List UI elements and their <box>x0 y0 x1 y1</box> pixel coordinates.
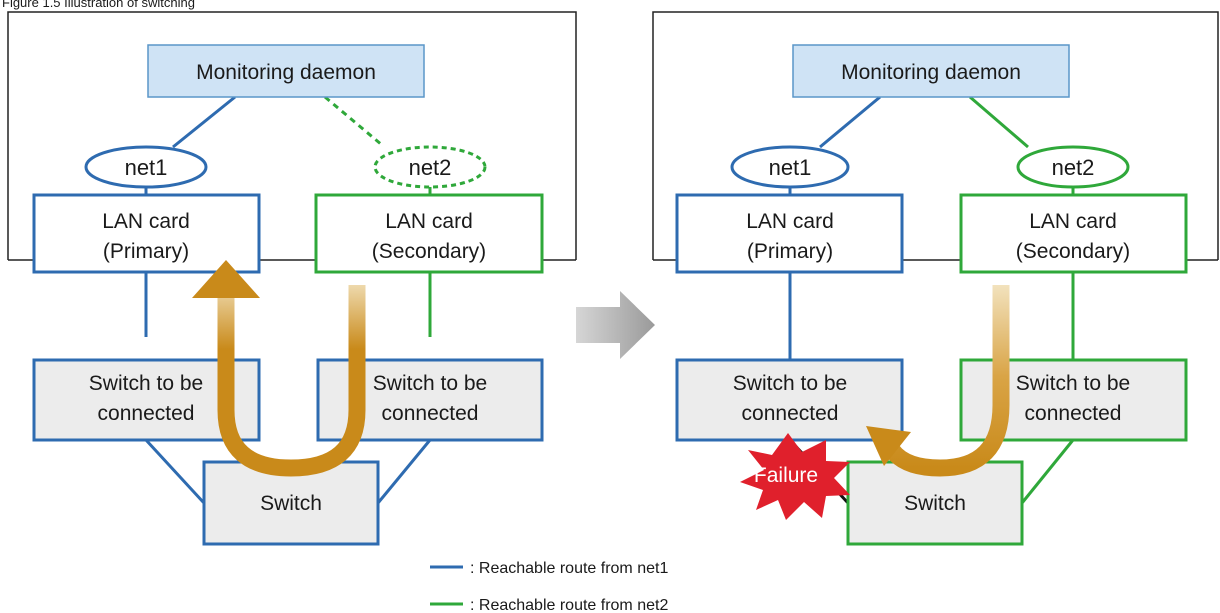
switch-right-line1: Switch to be <box>373 372 487 395</box>
monitoring-daemon-label: Monitoring daemon <box>196 61 376 84</box>
net1-label: net1 <box>769 155 812 180</box>
legend-label-net1: : Reachable route from net1 <box>470 560 668 577</box>
net2-label: net2 <box>409 155 452 180</box>
route-arrowhead <box>192 260 260 298</box>
lan-card-primary-line2: (Primary) <box>747 240 833 263</box>
transition-arrow <box>576 291 655 359</box>
lan-card-primary <box>675 193 904 274</box>
switch-bottom <box>202 460 380 546</box>
net1-interface <box>730 145 850 189</box>
switch-bottom-label: Switch <box>260 492 322 515</box>
link-right-switch-bottom <box>1020 439 1075 504</box>
net2-label: net2 <box>1052 155 1095 180</box>
legend: : Reachable route from net1 : Reachable … <box>430 560 668 613</box>
route-arrow-u-turn <box>217 285 366 477</box>
lan-card-primary-line2: (Primary) <box>103 240 189 263</box>
lan-card-primary-line1: LAN card <box>746 210 834 233</box>
link-daemon-net1 <box>819 95 881 149</box>
lan-card-secondary-line2: (Secondary) <box>1016 240 1130 263</box>
failure-burst <box>740 433 850 520</box>
link-daemon-net2 <box>969 95 1029 149</box>
link-right-switch-bottom <box>376 439 432 504</box>
panel-after: Monitoring daemon net1 net2 LAN card (Pr… <box>652 11 1219 546</box>
net2-interface-inactive <box>373 145 487 189</box>
monitoring-daemon-label: Monitoring daemon <box>841 61 1021 84</box>
net1-interface <box>84 145 208 189</box>
net2-interface <box>1016 145 1130 189</box>
switch-right-line1: Switch to be <box>1016 372 1130 395</box>
lan-card-secondary-line1: LAN card <box>385 210 473 233</box>
link-daemon-net2-dashed <box>324 95 383 147</box>
lan-card-primary-line1: LAN card <box>102 210 190 233</box>
lan-card-secondary <box>314 193 544 274</box>
switch-left-line1: Switch to be <box>89 372 203 395</box>
figure-caption: Figure 1.5 Illustration of switching <box>2 0 195 10</box>
monitoring-daemon-box <box>147 44 425 98</box>
switch-to-be-connected-left <box>675 358 904 442</box>
switch-left-line2: connected <box>98 402 195 425</box>
switch-bottom-label: Switch <box>904 492 966 515</box>
switch-right-line2: connected <box>382 402 479 425</box>
route-arrow-hook <box>885 285 1010 477</box>
switch-left-line1: Switch to be <box>733 372 847 395</box>
net1-label: net1 <box>125 155 168 180</box>
monitoring-daemon-box <box>792 44 1070 98</box>
switch-right-line2: connected <box>1025 402 1122 425</box>
host-frame <box>652 11 1219 260</box>
lan-card-secondary-line2: (Secondary) <box>372 240 486 263</box>
legend-label-net2: : Reachable route from net2 <box>470 597 668 613</box>
host-frame <box>7 11 577 260</box>
lan-card-primary <box>32 193 261 274</box>
lan-card-secondary <box>959 193 1188 274</box>
link-left-switch-bottom <box>144 438 206 505</box>
panel-before: Monitoring daemon net1 net2 LAN card (Pr… <box>7 11 577 546</box>
route-arrowhead <box>866 426 911 466</box>
lan-card-secondary-line1: LAN card <box>1029 210 1117 233</box>
switch-left-line2: connected <box>742 402 839 425</box>
failure-label: Failure <box>754 464 818 487</box>
link-daemon-net1 <box>172 95 236 149</box>
